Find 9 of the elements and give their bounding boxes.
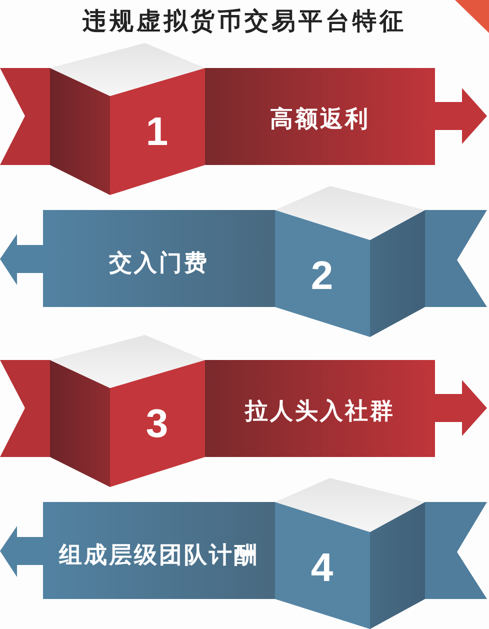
step-number: 2 [310,256,334,296]
banner-label: 组成层级团队计酬 [59,543,259,569]
banner-label: 拉人头入社群 [245,399,395,425]
step-number: 4 [310,548,334,588]
title: 违规虚拟货币交易平台特征 [82,6,406,37]
banner-label: 高额返利 [270,107,370,133]
banner-label: 交入门费 [109,251,209,277]
step-number: 3 [146,404,168,444]
step-number: 1 [146,112,168,152]
